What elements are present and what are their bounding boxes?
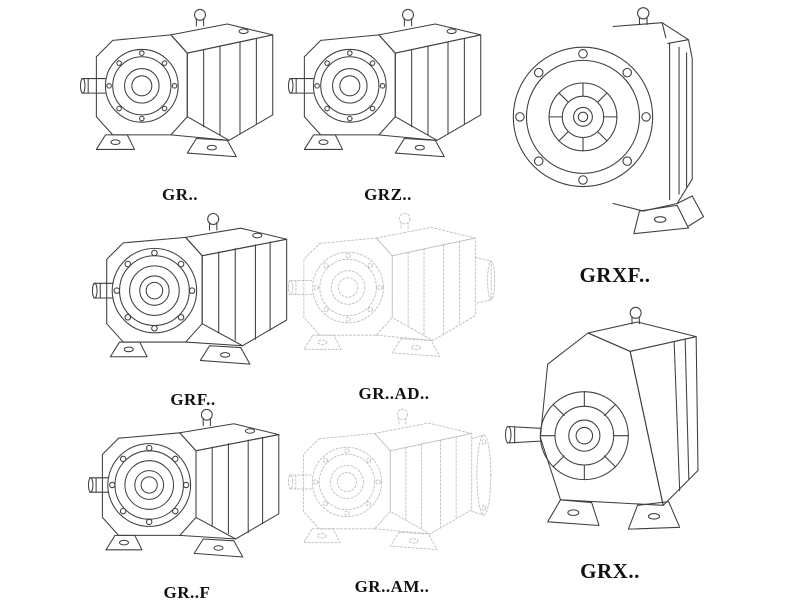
product-cell-gr: GR.. xyxy=(80,4,280,205)
product-cell-grf: GRF.. xyxy=(92,208,294,410)
gearbox-drawing-grxf xyxy=(502,2,728,247)
product-cell-gr-ad: GR..AD.. xyxy=(288,208,500,404)
gearbox-drawing-gr-f xyxy=(88,404,286,575)
product-cell-gr-f: GR..F xyxy=(88,404,286,603)
product-label-gr-f: GR..F xyxy=(163,583,211,602)
product-cell-grxf: GRXF.. xyxy=(502,2,728,288)
gearbox-drawing-grx xyxy=(500,300,720,557)
product-label-gr-ad: GR..AD.. xyxy=(358,383,430,403)
product-cell-grz: GRZ.. xyxy=(288,4,488,205)
gearbox-drawing-grz xyxy=(288,4,488,177)
product-label-gr-am: GR..AM.. xyxy=(354,576,430,596)
product-label-gr: GR.. xyxy=(162,184,198,204)
gearbox-drawing-gr xyxy=(80,4,280,177)
gearbox-drawing-gr-ad xyxy=(288,208,500,376)
product-label-grz: GRZ.. xyxy=(364,184,412,204)
product-cell-grx: GRX.. xyxy=(500,300,720,584)
product-label-grxf: GRXF.. xyxy=(579,262,651,287)
product-label-grx: GRX.. xyxy=(580,558,640,583)
product-cell-gr-am: GR..AM.. xyxy=(288,404,496,597)
gearbox-drawing-gr-am xyxy=(288,404,496,569)
gearbox-drawing-grf xyxy=(92,208,294,382)
product-label-grf: GRF.. xyxy=(170,390,216,410)
